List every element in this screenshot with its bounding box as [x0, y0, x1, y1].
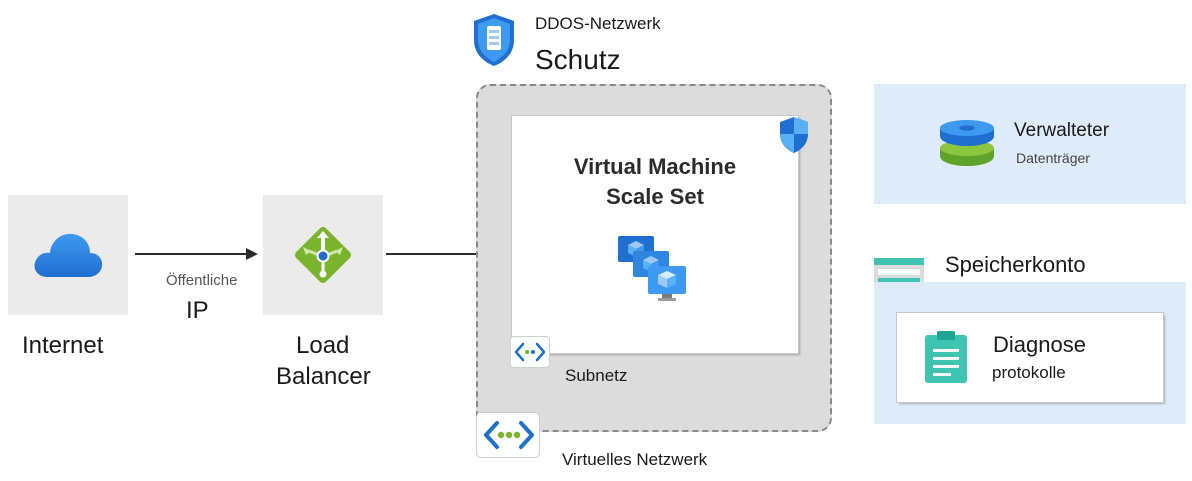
lb-line1: Load [296, 332, 350, 359]
arrow-head-1 [246, 248, 258, 260]
internet-label: Internet [22, 332, 104, 359]
arrow-lb-to-vmss [386, 253, 496, 255]
subnet-icon-tile [510, 336, 550, 368]
subnet-label: Subnetz [565, 366, 628, 385]
virtual-machines-icon [618, 236, 686, 301]
subnet-icon [515, 342, 545, 362]
load-balancer-icon [294, 226, 352, 284]
shield-badge-icon [780, 117, 808, 153]
load-balancer-tile [263, 195, 383, 315]
disk-line1: Verwalteter [1014, 120, 1110, 141]
diagnostics-box: Diagnose protokolle [897, 313, 1163, 402]
disk-icon [940, 120, 994, 166]
virtual-network-icon [484, 421, 534, 449]
vmss-line2: Scale Set [606, 184, 704, 209]
disk-line2: Datenträger [1016, 150, 1090, 166]
ddos-line2: Schutz [535, 44, 621, 75]
clipboard-icon [925, 331, 967, 383]
cloud-icon [34, 233, 103, 277]
storage-label: Speicherkonto [945, 252, 1086, 277]
managed-disk-box: Verwalteter Datenträger [874, 84, 1186, 204]
vmss-line1: Virtual Machine [573, 154, 737, 179]
vnet-label: Virtuelles Netzwerk [562, 450, 708, 469]
diagnostics-line1: Diagnose [993, 332, 1086, 357]
vnet-icon-tile [476, 412, 540, 458]
internet-tile [8, 195, 128, 315]
diagnostics-line2: protokolle [992, 363, 1066, 382]
ddos-shield-icon [474, 14, 514, 66]
ddos-line1: DDOS-Netzwerk [535, 14, 661, 33]
vmss-box: Virtual Machine Scale Set [512, 116, 808, 353]
lb-line2: Balancer [276, 363, 371, 390]
public-ip-line1: Öffentliche [166, 272, 238, 289]
arrow-internet-to-lb [135, 253, 247, 255]
public-ip-line2: IP [186, 297, 209, 324]
